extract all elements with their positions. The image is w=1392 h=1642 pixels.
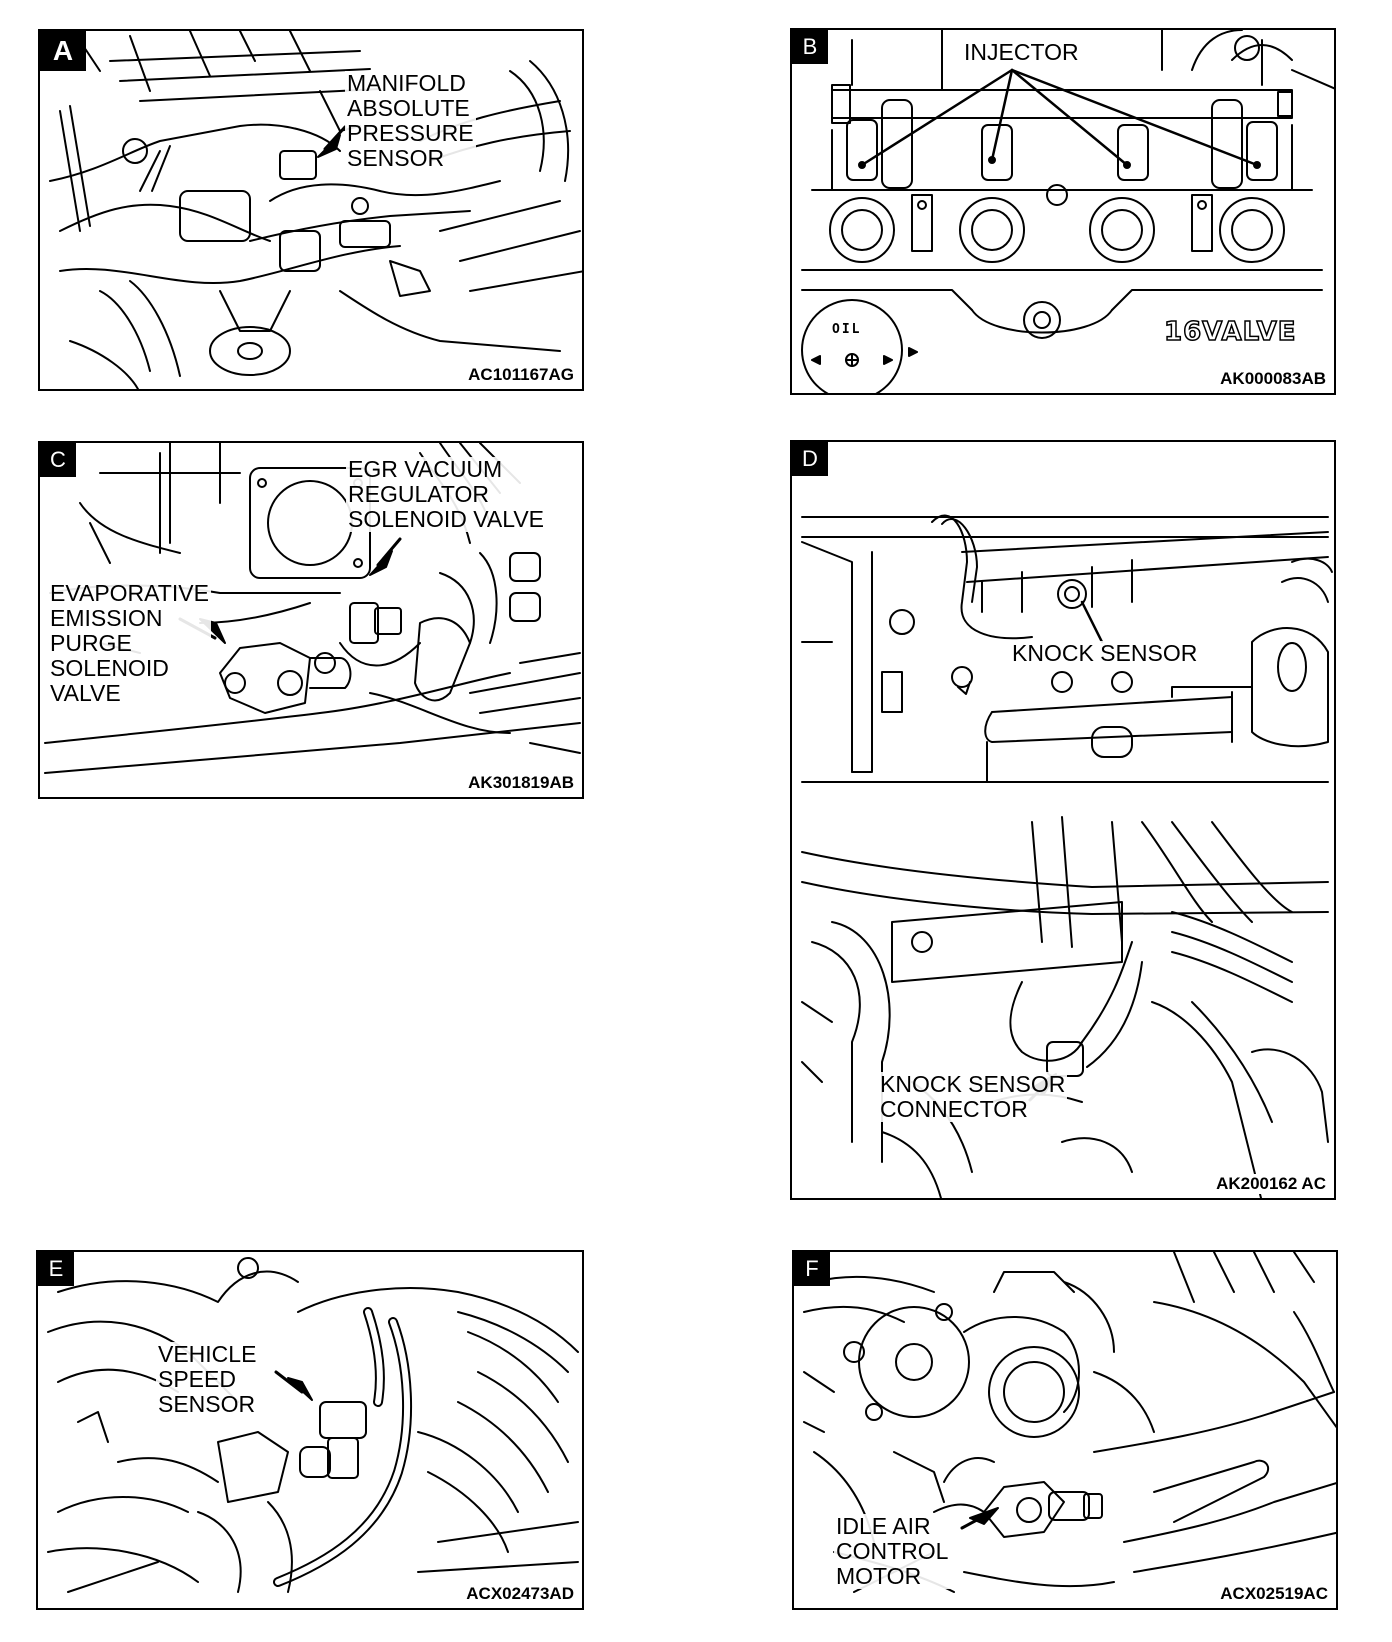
knock-connector-label-line: CONNECTOR <box>880 1096 1028 1122</box>
evap-valve-label-line: PURGE <box>50 630 132 656</box>
knock-connector-label-line: KNOCK SENSOR <box>880 1071 1066 1097</box>
iac-motor-label-line: IDLE AIR <box>836 1513 931 1539</box>
evap-valve-label-line: VALVE <box>50 680 121 706</box>
panel-c-solenoid-valves: C EGR VACUUM REGULATOR SOLENOID VALVE EV… <box>38 441 584 799</box>
knock-sensor-label: KNOCK SENSOR <box>1010 640 1200 666</box>
vss-label: VEHICLE SPEED SENSOR <box>156 1341 259 1417</box>
evap-valve-label-line: EMISSION <box>50 605 163 631</box>
vss-label-line: SPEED <box>158 1366 236 1392</box>
evap-valve-label: EVAPORATIVE EMISSION PURGE SOLENOID VALV… <box>48 581 211 706</box>
injector-label: INJECTOR <box>962 40 1081 65</box>
panel-a-map-sensor: A MANIFOLD ABSOLUTE PRESSURE SENSOR AC10… <box>38 29 584 391</box>
injector-label-line: INJECTOR <box>964 39 1079 65</box>
iac-motor-label-line: MOTOR <box>836 1563 922 1589</box>
egr-valve-label-line: EGR VACUUM <box>348 456 503 482</box>
map-sensor-label-line: PRESSURE <box>347 120 474 146</box>
panel-b-injectors: B INJECTOR OIL 16VALVE AK000083AB <box>790 28 1336 395</box>
oil-cap-text: OIL <box>832 322 862 337</box>
map-sensor-label-line: ABSOLUTE <box>347 95 470 121</box>
map-sensor-label-line: SENSOR <box>347 145 445 171</box>
map-sensor-label: MANIFOLD ABSOLUTE PRESSURE SENSOR <box>345 71 476 171</box>
egr-valve-label: EGR VACUUM REGULATOR SOLENOID VALVE <box>346 457 546 532</box>
evap-valve-label-line: EVAPORATIVE <box>50 580 209 606</box>
panel-a-figure-code: AC101167AG <box>466 365 576 385</box>
panel-e-figure-code: ACX02473AD <box>464 1584 576 1604</box>
vss-label-line: VEHICLE <box>158 1341 257 1367</box>
panel-d-knock-sensor: D KNOCK SENSOR KNOCK SENSOR CONNECTOR AK… <box>790 440 1336 1200</box>
panel-a-letter: A <box>40 31 86 71</box>
panel-e-vehicle-speed-sensor: E VEHICLE SPEED SENSOR ACX02473AD <box>36 1250 584 1610</box>
evap-valve-label-line: SOLENOID <box>50 655 169 681</box>
panel-e-engine-drawing <box>47 1257 579 1593</box>
knock-connector-label: KNOCK SENSOR CONNECTOR <box>878 1071 1068 1122</box>
map-sensor-label-line: MANIFOLD <box>347 70 466 96</box>
panel-c-figure-code: AK301819AB <box>466 773 576 793</box>
panel-b-letter: B <box>792 30 828 64</box>
panel-c-letter: C <box>40 443 76 477</box>
vss-label-line: SENSOR <box>158 1391 256 1417</box>
panel-a-engine-drawing <box>49 31 582 389</box>
panel-d-figure-code: AK200162 AC <box>1214 1174 1328 1194</box>
panel-d-letter: D <box>792 442 828 476</box>
panel-f-figure-code: ACX02519AC <box>1218 1584 1330 1604</box>
knock-sensor-label-line: KNOCK SENSOR <box>1012 640 1198 666</box>
panel-b-engine-drawing <box>801 30 1334 393</box>
panel-e-letter: E <box>38 1252 74 1286</box>
panel-b-figure-code: AK000083AB <box>1218 369 1328 389</box>
panel-f-letter: F <box>794 1252 830 1286</box>
sixteen-valve-logo: 16VALVE <box>1163 316 1297 348</box>
panel-f-idle-air-control: F IDLE AIR CONTROL MOTOR ACX02519AC <box>792 1250 1338 1610</box>
egr-valve-label-line: SOLENOID VALVE <box>348 506 544 532</box>
iac-motor-label: IDLE AIR CONTROL MOTOR <box>834 1513 951 1589</box>
iac-motor-label-line: CONTROL <box>836 1538 949 1564</box>
egr-valve-label-line: REGULATOR <box>348 481 490 507</box>
